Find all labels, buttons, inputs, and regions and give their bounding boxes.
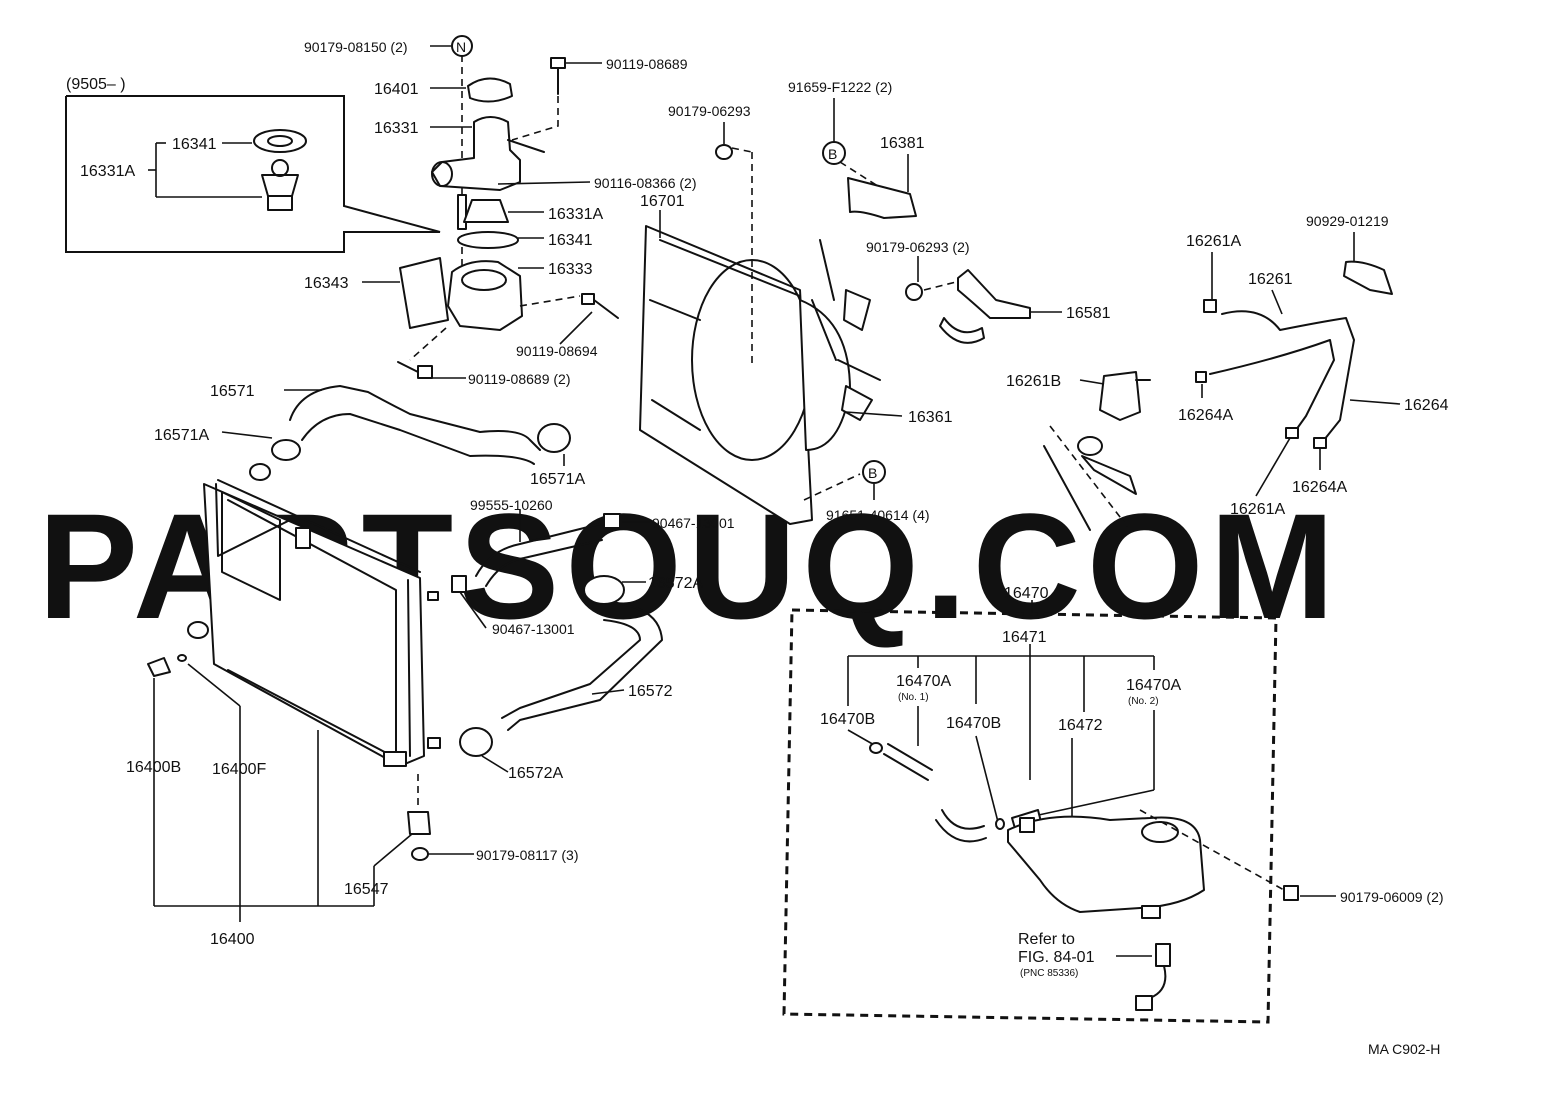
bypass-hose-group — [1043, 232, 1401, 531]
bracket-group: B — [822, 98, 1062, 344]
label-90179-06293: 90179-06293 — [668, 103, 751, 119]
label-91651-40614: 91651-40614 (4) — [826, 507, 930, 523]
label-16471: 16471 — [1002, 629, 1047, 646]
label-16261B: 16261B — [1006, 373, 1061, 390]
label-16472: 16472 — [1058, 717, 1103, 734]
label-90467-13001-b: 90467-13001 — [492, 621, 575, 637]
label-90116-08366: 90116-08366 (2) — [594, 175, 696, 191]
label-16571A-b: 16571A — [530, 471, 585, 488]
label-16547: 16547 — [344, 881, 389, 898]
label-16470A-no2: 16470A — [1126, 677, 1181, 694]
thermostat-stack: N — [362, 35, 619, 379]
label-16264A-a: 16264A — [1178, 407, 1233, 424]
upper-hose-group — [221, 385, 571, 466]
label-16470B-a: 16470B — [820, 711, 875, 728]
label-16400: 16400 — [210, 931, 255, 948]
radiator-group — [147, 463, 474, 922]
label-90179-06293-2: 90179-06293 (2) — [866, 239, 970, 255]
label-16264A-b: 16264A — [1292, 479, 1347, 496]
label-16331A: 16331A — [548, 206, 603, 223]
label-16331: 16331 — [374, 120, 419, 137]
fan-shroud-group: B — [639, 122, 903, 525]
label-16361: 16361 — [908, 409, 953, 426]
label-16341-inset: 16341 — [172, 136, 217, 153]
label-90119-08689-top: 90119-08689 — [606, 56, 688, 72]
label-99555-10260: 99555-10260 — [470, 497, 553, 513]
label-16470B-b: 16470B — [946, 715, 1001, 732]
circle-b-2: B — [868, 465, 877, 481]
figure-code: MA C902-H — [1368, 1041, 1440, 1057]
label-16331A-inset: 16331A — [80, 163, 135, 180]
label-90179-08150: 90179-08150 (2) — [304, 39, 408, 55]
label-16333: 16333 — [548, 261, 593, 278]
refer-line-3: (PNC 85336) — [1020, 968, 1078, 979]
label-16400B: 16400B — [126, 759, 181, 776]
label-16701: 16701 — [640, 193, 685, 210]
label-16571: 16571 — [210, 383, 255, 400]
label-16470A-no1-sub: (No. 1) — [898, 692, 929, 703]
label-16470: 16470 — [1004, 585, 1049, 602]
label-16400F: 16400F — [212, 761, 266, 778]
lower-hose-group — [451, 510, 663, 773]
circle-n: N — [456, 39, 466, 55]
label-16572A-b: 16572A — [508, 765, 563, 782]
label-90119-08694: 90119-08694 — [516, 343, 598, 359]
label-16401: 16401 — [374, 81, 419, 98]
label-16470A-no1: 16470A — [896, 673, 951, 690]
label-16572: 16572 — [628, 683, 673, 700]
label-16261A-bottom: 16261A — [1230, 501, 1285, 518]
label-16572A-a: 16572A — [648, 575, 703, 592]
label-16571A-a: 16571A — [154, 427, 209, 444]
label-16341: 16341 — [548, 232, 593, 249]
reservoir-group — [782, 600, 1336, 1024]
label-16581: 16581 — [1066, 305, 1111, 322]
label-16343: 16343 — [304, 275, 349, 292]
label-16261: 16261 — [1248, 271, 1293, 288]
inset-date-label: (9505– ) — [66, 76, 126, 93]
label-90467-13001-a: 90467-13001 — [652, 515, 735, 531]
label-16261A-top: 16261A — [1186, 233, 1241, 250]
label-90179-06009: 90179-06009 (2) — [1340, 889, 1444, 905]
label-90929-01219: 90929-01219 — [1306, 213, 1389, 229]
refer-line-2: FIG. 84-01 — [1018, 949, 1095, 966]
label-91659-F1222: 91659-F1222 (2) — [788, 79, 892, 95]
label-16381: 16381 — [880, 135, 925, 152]
circle-b-1: B — [828, 146, 837, 162]
label-16264: 16264 — [1404, 397, 1449, 414]
label-16470A-no2-sub: (No. 2) — [1128, 696, 1159, 707]
inset-thermostat-group: (9505– ) — [65, 76, 441, 253]
label-90179-08117: 90179-08117 (3) — [476, 847, 578, 863]
label-90119-08689-2: 90119-08689 (2) — [468, 371, 570, 387]
refer-line-1: Refer to — [1018, 931, 1075, 948]
